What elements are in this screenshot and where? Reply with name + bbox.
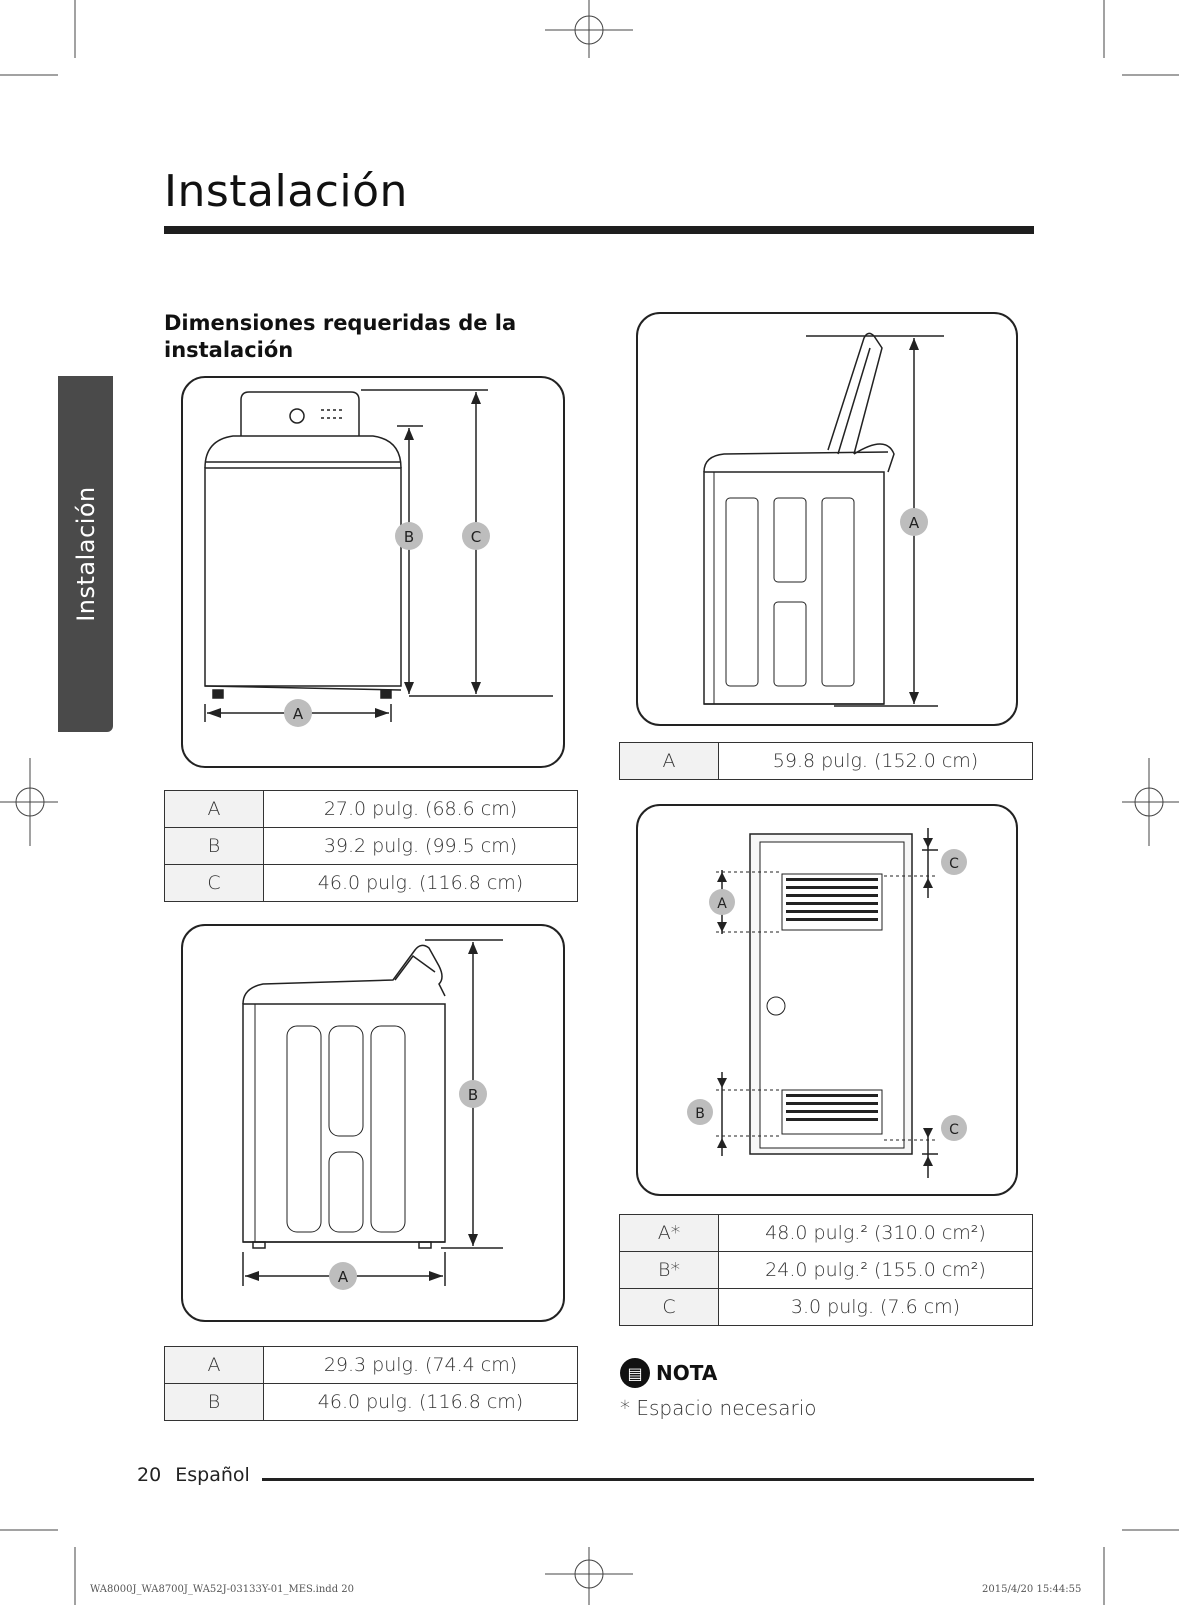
table-row: A*48.0 pulg.² (310.0 cm²) <box>619 1214 1033 1252</box>
dimension-key: B* <box>619 1251 719 1289</box>
dimension-value: 3.0 pulg. (7.6 cm) <box>718 1288 1033 1326</box>
label-c: C <box>949 856 959 872</box>
page-number: 20 <box>137 1464 162 1486</box>
side-view-diagram: B A <box>181 924 565 1322</box>
dimension-key: A* <box>619 1214 719 1252</box>
label-b: B <box>404 528 414 546</box>
dimension-key: A <box>164 1346 264 1384</box>
print-timestamp: 2015/4/20 15:44:55 <box>982 1584 1082 1595</box>
closet-door-diagram: A B C C <box>636 804 1018 1196</box>
label-a: A <box>717 896 727 912</box>
footer-language: Español <box>175 1464 250 1486</box>
title-rule <box>164 226 1034 234</box>
dimension-key: A <box>619 742 719 780</box>
lid-open-diagram: A <box>636 312 1018 726</box>
label-a: A <box>293 705 304 723</box>
footer-page-label: 20 Español <box>137 1464 250 1486</box>
dimension-key: A <box>164 790 264 828</box>
print-slug: WA8000J_WA8700J_WA52J-03133Y-01_MES.indd… <box>90 1584 355 1595</box>
dimension-value: 46.0 pulg. (116.8 cm) <box>263 1383 578 1421</box>
note-icon: ▤ <box>620 1358 650 1388</box>
note-heading: ▤ NOTA <box>620 1358 717 1388</box>
dimension-key: C <box>164 864 264 902</box>
table-row: B*24.0 pulg.² (155.0 cm²) <box>619 1251 1033 1289</box>
footer-rule <box>262 1478 1034 1481</box>
side-tab: Instalación <box>58 376 113 732</box>
dimension-value: 46.0 pulg. (116.8 cm) <box>263 864 578 902</box>
front-view-diagram: B C A <box>181 376 565 768</box>
dimension-value: 29.3 pulg. (74.4 cm) <box>263 1346 578 1384</box>
note-label: NOTA <box>656 1361 718 1385</box>
side-tab-label: Instalación <box>71 486 100 622</box>
label-b: B <box>468 1086 478 1104</box>
dimension-value: 24.0 pulg.² (155.0 cm²) <box>718 1251 1033 1289</box>
page-title: Instalación <box>164 166 408 217</box>
label-b: B <box>695 1106 705 1122</box>
dimension-value: 27.0 pulg. (68.6 cm) <box>263 790 578 828</box>
dimension-value: 48.0 pulg.² (310.0 cm²) <box>718 1214 1033 1252</box>
dimension-key: B <box>164 1383 264 1421</box>
door-dimensions-table: A*48.0 pulg.² (310.0 cm²) B*24.0 pulg.² … <box>619 1214 1033 1326</box>
dimension-value: 39.2 pulg. (99.5 cm) <box>263 827 578 865</box>
note-text: * Espacio necesario <box>620 1396 817 1420</box>
label-c: C <box>949 1122 959 1138</box>
dimension-key: B <box>164 827 264 865</box>
dimension-value: 59.8 pulg. (152.0 cm) <box>718 742 1033 780</box>
label-a: A <box>338 1268 349 1286</box>
label-a: A <box>909 514 920 532</box>
label-c: C <box>471 528 481 546</box>
section-heading: Dimensiones requeridas de la instalación <box>164 311 517 362</box>
dimension-key: C <box>619 1288 719 1326</box>
